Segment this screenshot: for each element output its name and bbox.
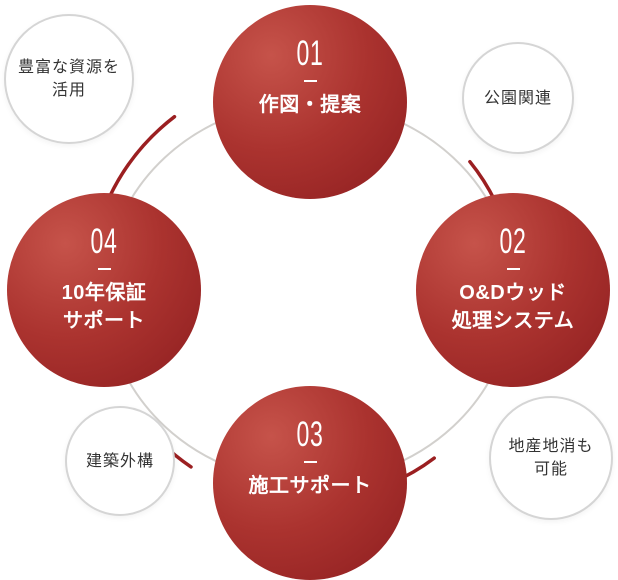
- step-label-line: O&Dウッド: [459, 282, 567, 304]
- satellite-label: 公園関連: [484, 87, 552, 110]
- step-label: O&Dウッド 処理システム: [416, 279, 610, 335]
- satellite-label: 建築外構: [86, 450, 154, 473]
- satellite-label-line: 豊富な資源を: [17, 59, 120, 76]
- step-circle-01-drawing-proposal: 01 作図・提案: [213, 5, 407, 199]
- step-number: 01: [296, 34, 324, 73]
- step-dash: [303, 80, 317, 82]
- satellite-label: 豊富な資源を 活用: [18, 56, 120, 102]
- step-label-line: 作図・提案: [258, 94, 362, 116]
- satellite-label-line: 地産地消も: [508, 438, 594, 455]
- step-label-line: 10年保証: [61, 282, 147, 304]
- step-number: 02: [499, 222, 527, 261]
- step-label: 作図・提案: [213, 91, 407, 119]
- satellite-circle-parks: 公園関連: [462, 42, 574, 154]
- step-dash: [506, 268, 520, 270]
- step-number: 04: [90, 222, 118, 261]
- satellite-label-line: 公園関連: [483, 89, 552, 107]
- step-label-line: サポート: [63, 310, 145, 332]
- step-label: 施工サポート: [213, 472, 407, 500]
- step-label-line: 施工サポート: [248, 475, 372, 497]
- satellite-circle-abundant-resources: 豊富な資源を 活用: [4, 14, 134, 144]
- step-circle-02-od-wood-system: 02 O&Dウッド 処理システム: [416, 193, 610, 387]
- step-dash: [303, 461, 317, 463]
- satellite-circle-local-production: 地産地消も 可能: [489, 396, 613, 520]
- step-dash: [97, 268, 111, 270]
- satellite-label-line: 活用: [51, 82, 86, 99]
- cycle-arrow-northwest: [107, 114, 177, 199]
- step-number: 03: [296, 415, 324, 454]
- satellite-label-line: 建築外構: [85, 452, 154, 470]
- step-label-line: 処理システム: [451, 310, 575, 332]
- satellite-circle-exterior-construction: 建築外構: [65, 406, 175, 516]
- step-label: 10年保証 サポート: [7, 279, 201, 335]
- step-circle-03-construction-support: 03 施工サポート: [213, 386, 407, 580]
- satellite-label: 地産地消も 可能: [508, 435, 593, 481]
- step-circle-04-warranty-support: 04 10年保証 サポート: [7, 193, 201, 387]
- satellite-label-line: 可能: [533, 461, 568, 478]
